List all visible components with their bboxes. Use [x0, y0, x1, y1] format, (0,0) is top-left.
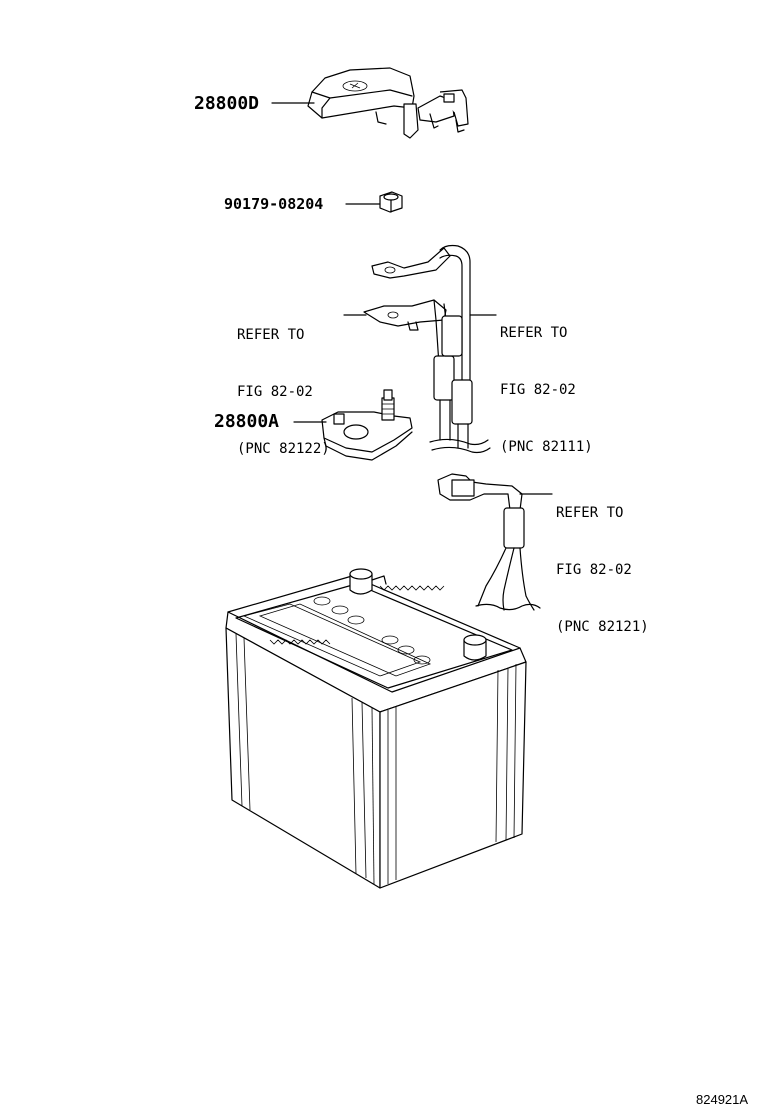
- terminal-cover-illustration: [307, 67, 469, 139]
- reference-line: REFER TO: [237, 327, 305, 343]
- part-label-nut[interactable]: 90179-08204: [224, 195, 324, 213]
- part-label-terminal-cover[interactable]: 28800D: [194, 93, 260, 114]
- reference-pnc: (PNC 82122): [237, 441, 330, 457]
- terminal-clamp-illustration: [321, 389, 413, 461]
- nut-illustration: [379, 191, 403, 213]
- negative-cable-illustration: [437, 473, 541, 611]
- positive-cable-illustration: [363, 244, 491, 454]
- part-label-terminal-clamp[interactable]: 28800A: [214, 411, 280, 432]
- battery-illustration: [225, 568, 527, 889]
- reference-figure-link[interactable]: FIG 82-02: [556, 562, 632, 578]
- reference-note-82122: REFER TO FIG 82-02 (PNC 82122): [237, 288, 330, 478]
- reference-figure-link[interactable]: FIG 82-02: [500, 382, 576, 398]
- reference-pnc: (PNC 82121): [556, 619, 649, 635]
- reference-note-82111: REFER TO FIG 82-02 (PNC 82111): [500, 286, 593, 476]
- reference-line: REFER TO: [556, 505, 624, 521]
- diagram-code: 824921A: [696, 1092, 749, 1107]
- reference-note-82121: REFER TO FIG 82-02 (PNC 82121): [556, 466, 649, 656]
- reference-pnc: (PNC 82111): [500, 439, 593, 455]
- reference-line: REFER TO: [500, 325, 568, 341]
- reference-figure-link[interactable]: FIG 82-02: [237, 384, 313, 400]
